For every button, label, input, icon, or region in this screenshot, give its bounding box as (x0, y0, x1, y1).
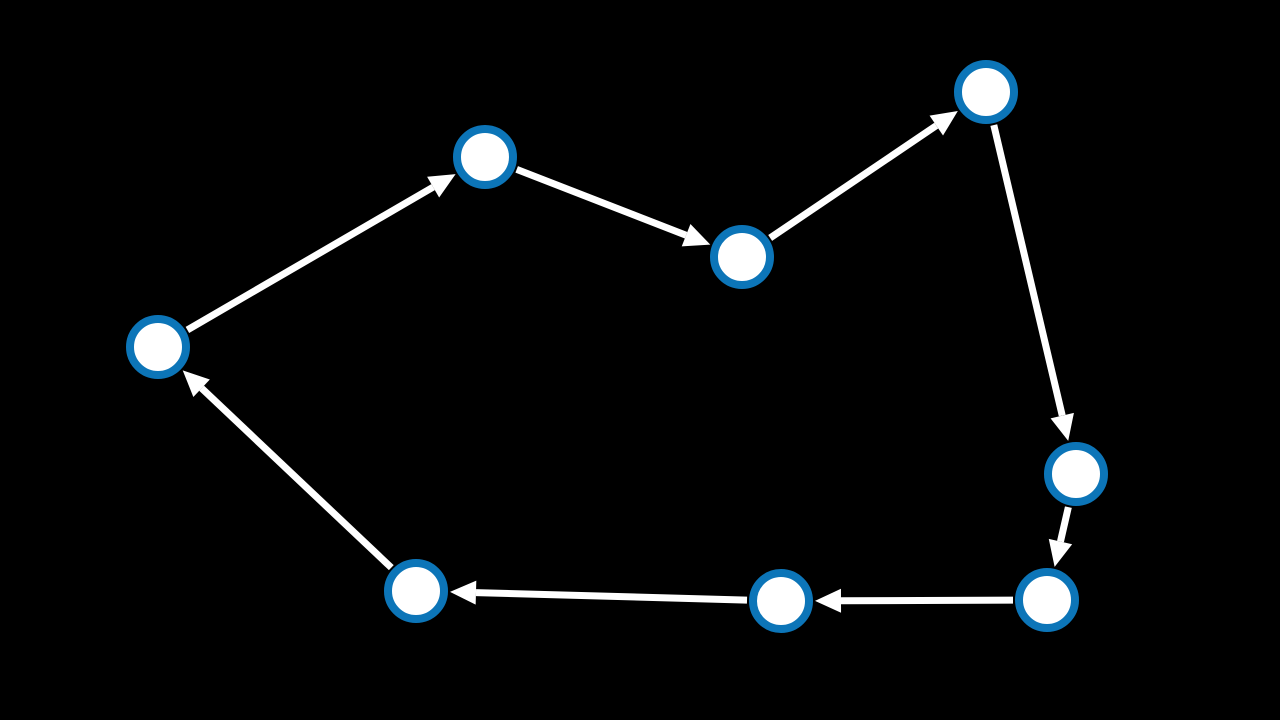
edge-arrowhead-icon (427, 174, 456, 198)
edge-line (990, 124, 1066, 417)
node-ring (749, 569, 813, 633)
graph-edge[interactable] (814, 588, 1014, 613)
edge-line (199, 385, 394, 571)
node-ring (1015, 568, 1079, 632)
edge-line (475, 589, 748, 604)
node-ring (126, 315, 190, 379)
edge-line (840, 596, 1014, 605)
node-fill (457, 129, 513, 185)
node-fill (714, 229, 770, 285)
node-fill (753, 573, 809, 629)
node-ring (954, 60, 1018, 124)
node-fill (958, 64, 1014, 120)
node-fill (388, 563, 444, 619)
edge-arrowhead-icon (681, 224, 711, 247)
graph-edge[interactable] (185, 174, 456, 333)
edge-line (768, 122, 939, 241)
edge-arrowhead-icon (1048, 538, 1073, 567)
graph-node[interactable] (954, 60, 1018, 124)
graph-edge[interactable] (515, 166, 711, 247)
node-ring (384, 559, 448, 623)
graph-node[interactable] (1044, 442, 1108, 506)
graph-edge[interactable] (1048, 506, 1073, 567)
graph-node[interactable] (749, 569, 813, 633)
edge-line (185, 184, 435, 333)
edge-line (1057, 506, 1072, 543)
graph-node[interactable] (453, 125, 517, 189)
graph-edge[interactable] (990, 124, 1074, 441)
edge-line (515, 166, 688, 239)
nodes-layer (126, 60, 1108, 633)
edge-arrowhead-icon (1050, 412, 1074, 441)
node-fill (130, 319, 186, 375)
graph-node[interactable] (1015, 568, 1079, 632)
graph-edge[interactable] (182, 370, 394, 571)
graph-edge[interactable] (768, 111, 958, 241)
edge-arrowhead-icon (449, 580, 477, 605)
edges-layer (182, 111, 1074, 613)
node-ring (1044, 442, 1108, 506)
node-ring (453, 125, 517, 189)
node-fill (1048, 446, 1104, 502)
graph-node[interactable] (384, 559, 448, 623)
graph-node[interactable] (710, 225, 774, 289)
edge-arrowhead-icon (929, 111, 958, 136)
graph-node[interactable] (126, 315, 190, 379)
edge-arrowhead-icon (182, 370, 210, 397)
node-ring (710, 225, 774, 289)
edge-arrowhead-icon (814, 588, 842, 613)
node-fill (1019, 572, 1075, 628)
graph-edge[interactable] (449, 580, 748, 605)
